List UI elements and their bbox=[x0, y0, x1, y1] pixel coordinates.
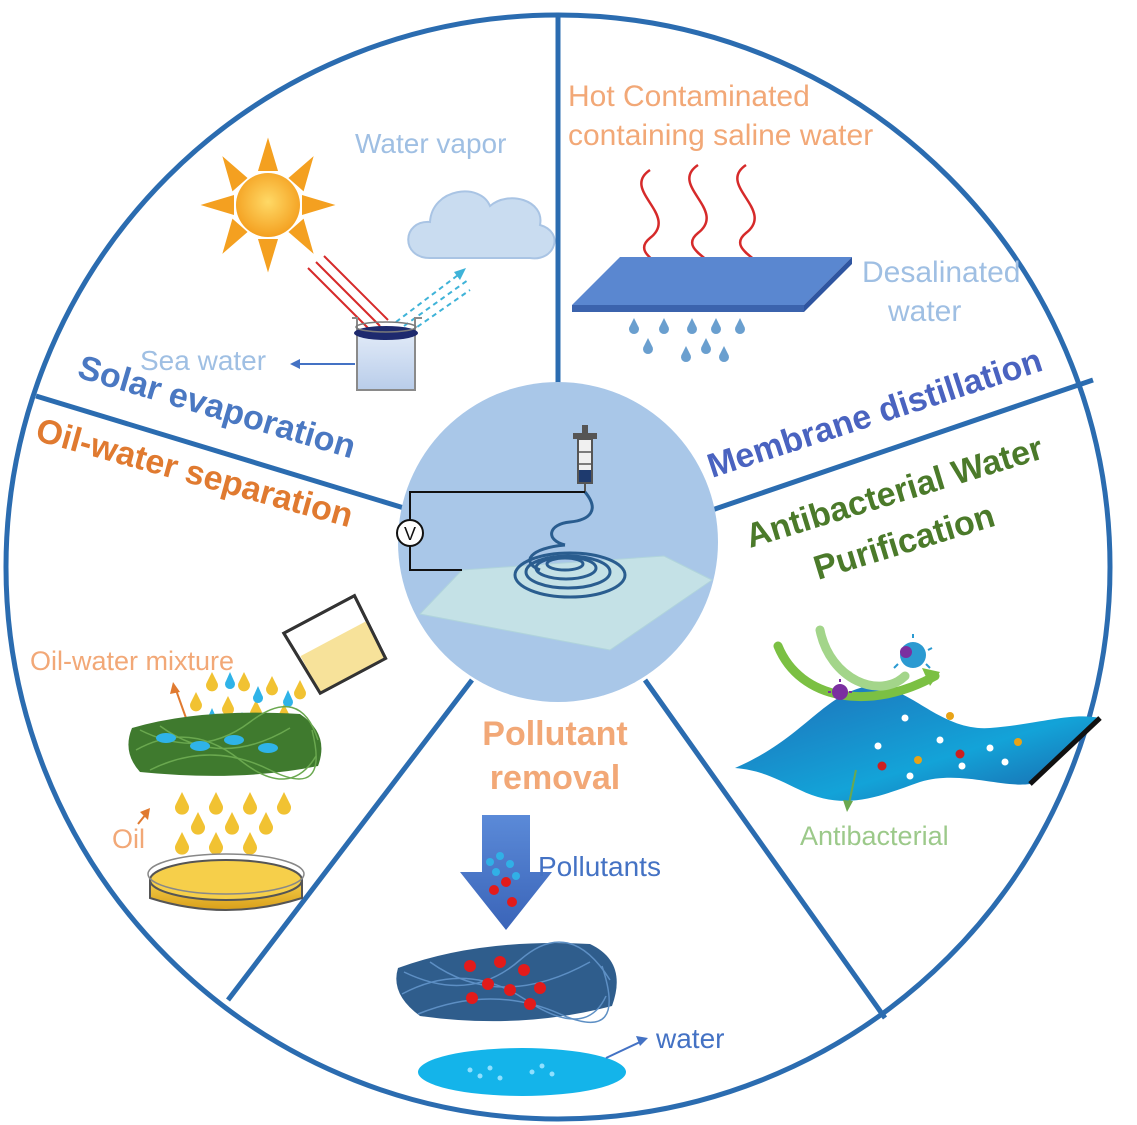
sun-icon bbox=[200, 137, 336, 273]
hot-water-label-line2: containing saline water bbox=[568, 119, 873, 152]
pouring-beaker-icon bbox=[281, 593, 388, 696]
divider-right bbox=[711, 377, 1094, 513]
beaker-icon bbox=[352, 317, 422, 391]
oil-water-mixture-label: Oil-water mixture bbox=[30, 646, 234, 676]
section-pollutant-removal: Pollutant removal Pollutants bbox=[396, 715, 724, 1096]
water-vapor-label: Water vapor bbox=[355, 128, 506, 159]
voltmeter-icon: V bbox=[396, 519, 424, 547]
desalinated-label-line1: Desalinated bbox=[862, 256, 1020, 289]
down-arrow-icon bbox=[460, 815, 552, 930]
antibacterial-sheet-icon bbox=[735, 686, 1102, 801]
circuit-wires bbox=[409, 491, 585, 571]
sea-water-pointer bbox=[290, 359, 355, 369]
oil-drops bbox=[175, 792, 291, 855]
hot-water-label-line1: Hot Contaminated bbox=[568, 80, 810, 113]
desalinated-label-line2: water bbox=[887, 295, 961, 328]
voltmeter-label: V bbox=[404, 524, 416, 544]
divider-left bbox=[35, 393, 405, 511]
collector-plate bbox=[419, 555, 713, 651]
sea-water-label: Sea water bbox=[140, 345, 266, 376]
membrane-sheet-icon bbox=[572, 257, 852, 312]
water-pointer bbox=[605, 1036, 648, 1059]
syringe-icon bbox=[573, 425, 597, 492]
fiber-mat-blue bbox=[396, 941, 617, 1023]
central-hub: V bbox=[396, 382, 718, 702]
mixture-pointer bbox=[170, 682, 187, 719]
pollutant-title-line2: removal bbox=[490, 759, 620, 797]
oil-label: Oil bbox=[112, 824, 145, 854]
divider-bottom-right bbox=[642, 678, 888, 1020]
fiber-spiral bbox=[513, 491, 627, 599]
divider-bottom-left bbox=[226, 678, 474, 1002]
cloud-icon bbox=[407, 190, 556, 260]
water-label: water bbox=[655, 1023, 724, 1054]
desalinated-drops bbox=[629, 318, 745, 363]
petri-dish-icon bbox=[147, 853, 305, 911]
oil-pointer bbox=[137, 808, 150, 825]
sun-rays bbox=[307, 255, 389, 333]
bacteria-icon bbox=[828, 634, 933, 700]
section-solar-evaporation: Water vapor Sea water Solar evaporation bbox=[74, 128, 556, 466]
pollutants-label: Pollutants bbox=[538, 851, 661, 882]
antibacterial-label: Antibacterial bbox=[800, 821, 949, 851]
pollutant-title-line1: Pollutant bbox=[482, 715, 627, 753]
fiber-mat-green bbox=[128, 706, 322, 780]
antibacterial-pointer bbox=[843, 769, 857, 812]
clean-water-pool bbox=[418, 1048, 626, 1096]
